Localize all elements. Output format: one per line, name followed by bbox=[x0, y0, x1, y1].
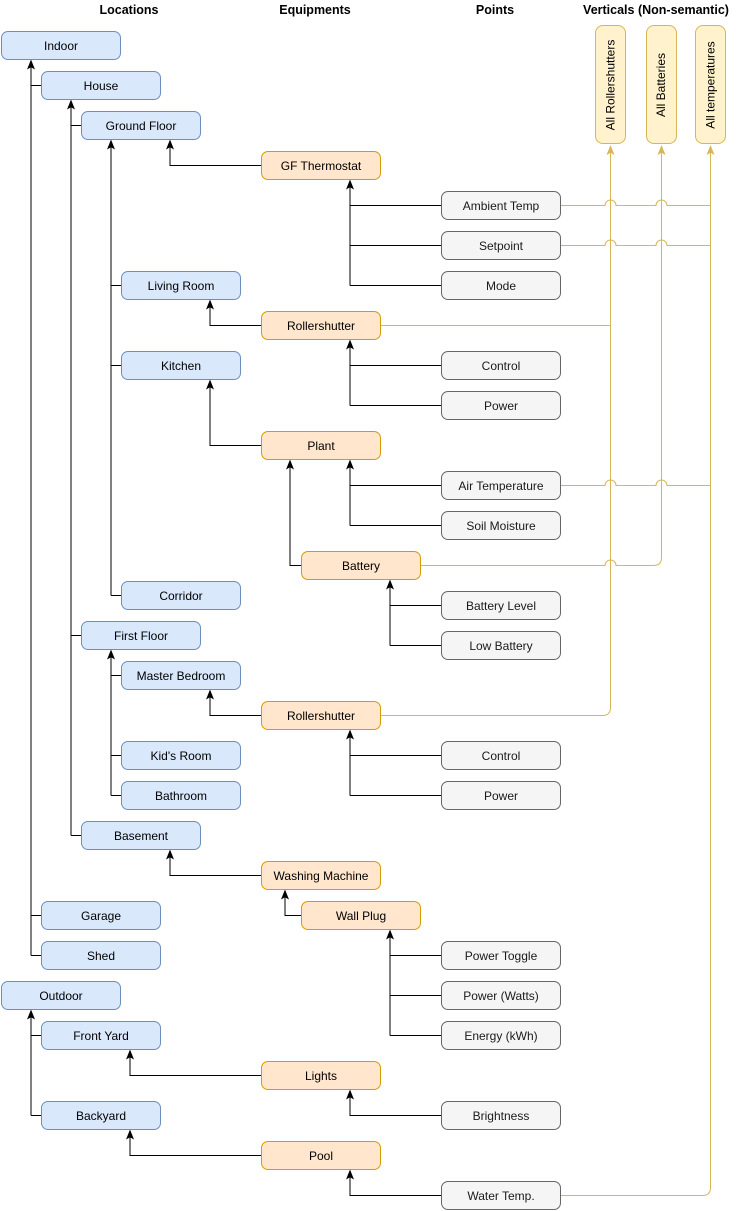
edge-lights-to-front-yard bbox=[126, 1049, 261, 1076]
vertical-all-batteries-label: All Batteries bbox=[654, 52, 669, 117]
column-header-verticals: Verticals (Non-semantic) bbox=[583, 3, 729, 17]
location-ground-floor: Ground Floor bbox=[81, 111, 201, 140]
equipment-pool: Pool bbox=[261, 1141, 381, 1170]
edge-water-temp-to-all-temperatures bbox=[561, 145, 715, 1196]
vertical-all-batteries: All Batteries bbox=[646, 25, 677, 144]
location-indoor: Indoor bbox=[1, 31, 121, 60]
edge-gf-thermostat-to-ground-floor bbox=[166, 139, 261, 166]
edge-wall-plug-to-washing-machine bbox=[281, 889, 301, 916]
location-first-floor: First Floor bbox=[81, 621, 201, 650]
edge-brightness-to-lights bbox=[346, 1089, 441, 1116]
edge-pool-to-backyard bbox=[126, 1129, 261, 1156]
location-bathroom: Bathroom bbox=[121, 781, 241, 810]
point-control-living: Control bbox=[441, 351, 561, 380]
equipment-plant: Plant bbox=[261, 431, 381, 460]
point-power-bedroom: Power bbox=[441, 781, 561, 810]
edge-ground-floor-branches bbox=[111, 285, 121, 596]
point-mode: Mode bbox=[441, 271, 561, 300]
point-power-living: Power bbox=[441, 391, 561, 420]
point-low-battery: Low Battery bbox=[441, 631, 561, 660]
location-shed: Shed bbox=[41, 941, 161, 970]
edge-rollershutters-trunk bbox=[381, 145, 615, 716]
location-basement: Basement bbox=[81, 821, 201, 850]
edge-battery-to-all-batteries bbox=[421, 145, 666, 566]
location-corridor: Corridor bbox=[121, 581, 241, 610]
point-energy-kwh: Energy (kWh) bbox=[441, 1021, 561, 1050]
vertical-all-rollershutters-label: All Rollershutters bbox=[603, 39, 618, 130]
edge-battery-to-plant bbox=[286, 459, 301, 566]
edge-ambient-temp-to-all-temperatures bbox=[561, 199, 711, 206]
edge-rollershutter-living-points-branches bbox=[350, 365, 441, 406]
edge-wall-plug-points-branches bbox=[390, 955, 441, 1036]
semantic-edges bbox=[27, 59, 441, 1196]
column-header-locations: Locations bbox=[99, 3, 159, 17]
location-outdoor: Outdoor bbox=[1, 981, 121, 1010]
location-house: House bbox=[41, 71, 161, 100]
edge-rollershutter-to-living-room bbox=[206, 299, 261, 326]
edge-air-temperature-to-all-temperatures bbox=[561, 479, 711, 486]
point-soil-moisture: Soil Moisture bbox=[441, 511, 561, 540]
point-air-temperature: Air Temperature bbox=[441, 471, 561, 500]
column-header-equipments: Equipments bbox=[279, 3, 351, 17]
edge-washing-machine-to-basement bbox=[166, 849, 261, 876]
location-front-yard: Front Yard bbox=[41, 1021, 161, 1050]
equipment-wall-plug: Wall Plug bbox=[301, 901, 421, 930]
column-header-points: Points bbox=[475, 3, 515, 17]
vertical-all-temperatures: All temperatures bbox=[695, 25, 726, 144]
edge-indoor-branches bbox=[31, 85, 41, 956]
equipment-rollershutter-living: Rollershutter bbox=[261, 311, 381, 340]
edge-battery-points-branches bbox=[390, 605, 441, 646]
equipment-battery: Battery bbox=[301, 551, 421, 580]
vertical-all-temperatures-label: All temperatures bbox=[703, 40, 718, 129]
edge-gf-thermostat-points-branches bbox=[350, 205, 441, 286]
edge-plant-to-kitchen bbox=[206, 379, 261, 446]
point-setpoint: Setpoint bbox=[441, 231, 561, 260]
equipment-washing-machine: Washing Machine bbox=[261, 861, 381, 890]
point-water-temp: Water Temp. bbox=[441, 1181, 561, 1210]
point-battery-level: Battery Level bbox=[441, 591, 561, 620]
vertical-edges bbox=[381, 145, 715, 1196]
location-master-bedroom: Master Bedroom bbox=[121, 661, 241, 690]
location-backyard: Backyard bbox=[41, 1101, 161, 1130]
location-garage: Garage bbox=[41, 901, 161, 930]
edge-plant-points-branches bbox=[350, 485, 441, 526]
location-kitchen: Kitchen bbox=[121, 351, 241, 380]
edge-first-floor-branches bbox=[111, 675, 121, 796]
equipment-rollershutter-bedroom: Rollershutter bbox=[261, 701, 381, 730]
equipment-lights: Lights bbox=[261, 1061, 381, 1090]
edge-outdoor-branches bbox=[31, 1035, 41, 1116]
edge-house-branches bbox=[71, 125, 81, 836]
edge-setpoint-to-all-temperatures bbox=[561, 239, 711, 246]
equipment-gf-thermostat: GF Thermostat bbox=[261, 151, 381, 180]
point-ambient-temp: Ambient Temp bbox=[441, 191, 561, 220]
edge-water-temp-to-pool bbox=[346, 1169, 441, 1196]
point-power-toggle: Power Toggle bbox=[441, 941, 561, 970]
location-kids-room: Kid's Room bbox=[121, 741, 241, 770]
point-power-watts: Power (Watts) bbox=[441, 981, 561, 1010]
point-brightness: Brightness bbox=[441, 1101, 561, 1130]
point-control-bedroom: Control bbox=[441, 741, 561, 770]
vertical-all-rollershutters: All Rollershutters bbox=[595, 25, 626, 144]
location-living-room: Living Room bbox=[121, 271, 241, 300]
edge-rollershutter-bedroom-points-branches bbox=[350, 755, 441, 796]
edge-rollershutter-to-master-bedroom bbox=[206, 689, 261, 716]
